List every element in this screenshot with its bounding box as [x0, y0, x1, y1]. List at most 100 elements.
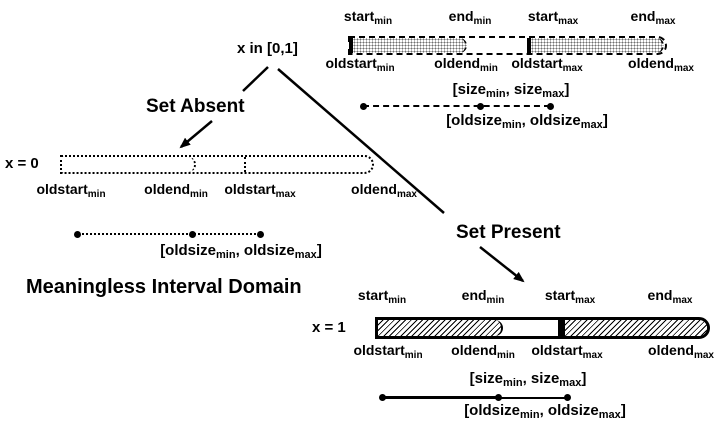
label-sub: min [486, 295, 505, 306]
union-label-start-max: startmax [528, 8, 579, 27]
size-line-endpoint-dot [360, 103, 367, 110]
label-base: oldend [648, 342, 694, 358]
label-sub: min [473, 16, 492, 27]
range-mid: , size [522, 370, 560, 387]
size-line-midpoint-dot [189, 231, 196, 238]
range-mid: , oldsize [539, 402, 599, 419]
present-label-end-max: endmax [647, 287, 693, 306]
label-sub: max [275, 189, 296, 200]
range-sub1: min [502, 119, 522, 131]
size-line-midpoint-dot [495, 394, 502, 401]
range-sub1: min [503, 377, 523, 389]
union-label-oldstart-max: oldstartmax [511, 55, 583, 74]
set-absent-label: Set Absent [146, 96, 245, 117]
label-sub: min [497, 350, 515, 361]
label-sub: max [396, 189, 417, 200]
range-pre: [size [452, 81, 487, 98]
union-label-oldend-max: oldendmax [628, 55, 694, 74]
absent-label-oldend-min: oldendmin [144, 181, 208, 200]
present-size-line-min-segment [382, 396, 498, 399]
range-mid: , oldsize [235, 242, 295, 259]
range-pre: [size [469, 370, 504, 387]
range-sub1: min [216, 249, 236, 261]
label-base: oldend [351, 181, 397, 197]
union-label-end-min: endmin [448, 8, 492, 27]
label-sub: min [374, 16, 393, 27]
size-line-endpoint-dot [257, 231, 264, 238]
union-label-start-min: startmin [343, 8, 393, 27]
present-label-start-min: startmin [358, 287, 407, 306]
label-sub: min [376, 63, 395, 74]
range-sub2: max [559, 377, 582, 389]
label-base: start [343, 8, 375, 24]
label-base: start [544, 287, 576, 303]
union-size-line [363, 105, 550, 107]
label-sub: min [190, 189, 208, 200]
size-line-endpoint-dot [74, 231, 81, 238]
union-bar-min-extent-segment [349, 38, 467, 53]
label-base: end [630, 8, 656, 24]
size-line-midpoint-dot [477, 103, 484, 110]
present-size-range-label: [sizemin, sizemax] [469, 370, 587, 389]
present-interval-bar [375, 317, 710, 339]
x-equals-0-label: x = 0 [5, 155, 39, 172]
present-label-start-max: startmax [544, 287, 596, 306]
absent-label-oldstart-max: oldstartmax [224, 181, 296, 200]
union-oldsize-range-label: [oldsizemin, oldsizemax] [446, 112, 608, 131]
present-label-oldstart-max: oldstartmax [531, 342, 603, 361]
union-label-end-max: endmax [630, 8, 676, 27]
absent-label-oldstart-min: oldstartmin [36, 181, 106, 200]
arrow-set-present-to-x1-icon [479, 246, 525, 283]
absent-oldsize-range-label: [oldsizemin, oldsizemax] [160, 242, 322, 261]
range-post: ] [602, 112, 608, 129]
x-equals-1-label: x = 1 [312, 319, 346, 336]
label-sub: min [404, 350, 423, 361]
label-base: oldend [451, 342, 498, 358]
union-size-range-label: [sizemin, sizemax] [452, 81, 570, 100]
present-bar-max-extent-segment [565, 320, 707, 336]
range-post: ] [620, 402, 626, 419]
label-base: end [448, 8, 474, 24]
range-post: ] [581, 370, 587, 387]
root-condition-label: x in [0,1] [237, 40, 298, 57]
caption-meaningless-interval-domain: Meaningless Interval Domain [26, 276, 302, 298]
range-sub2: max [294, 249, 317, 261]
absent-label-oldend-max: oldendmax [351, 181, 417, 200]
range-sub2: max [542, 88, 565, 100]
label-sub: max [672, 295, 693, 306]
present-label-oldend-min: oldendmin [451, 342, 515, 361]
range-post: ] [316, 242, 322, 259]
label-sub: max [673, 63, 694, 74]
label-base: oldstart [36, 181, 88, 197]
union-bar-max-extent-segment [527, 38, 664, 53]
size-line-endpoint-dot [547, 103, 554, 110]
label-base: oldend [628, 55, 674, 71]
label-sub: max [575, 295, 596, 306]
absent-oldsize-line [77, 233, 260, 235]
label-sub: min [480, 63, 498, 74]
label-base: oldstart [531, 342, 583, 358]
range-pre: [oldsize [446, 112, 503, 129]
range-sub2: max [598, 409, 621, 421]
range-sub1: min [486, 88, 506, 100]
label-sub: max [558, 16, 579, 27]
union-label-oldend-min: oldendmin [434, 55, 498, 74]
present-label-oldend-max: oldendmax [648, 342, 714, 361]
range-pre: [oldsize [160, 242, 217, 259]
label-sub: max [582, 350, 603, 361]
size-line-endpoint-dot [379, 394, 386, 401]
absent-bar-oldstart-max-tick [244, 157, 246, 172]
label-sub: max [562, 63, 583, 74]
label-base: oldstart [511, 55, 563, 71]
union-label-oldstart-min: oldstartmin [325, 55, 395, 74]
label-base: oldend [144, 181, 191, 197]
branch-line-to-set-absent [242, 66, 269, 92]
label-base: oldstart [325, 55, 377, 71]
label-sub: min [388, 295, 407, 306]
size-line-endpoint-dot [564, 394, 571, 401]
label-base: end [647, 287, 673, 303]
range-post: ] [564, 81, 570, 98]
label-sub: min [87, 189, 106, 200]
present-bar-oldstart-max-divider [558, 320, 565, 336]
